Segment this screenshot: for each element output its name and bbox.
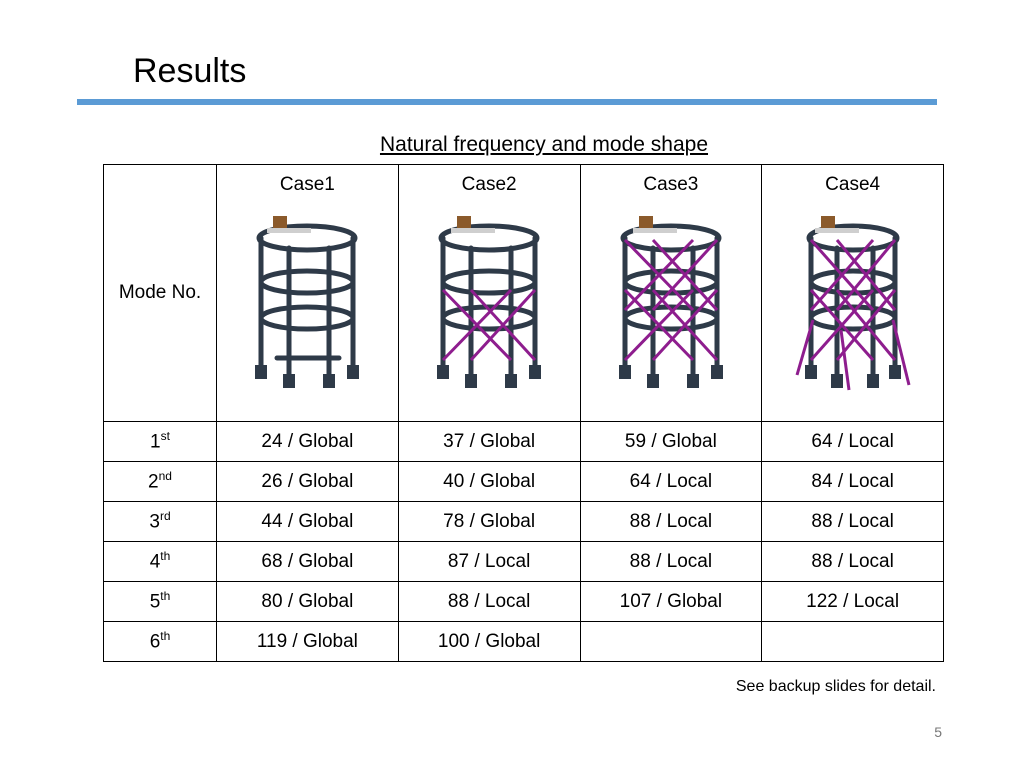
case3-label: Case3 [643, 174, 699, 195]
table-cell: 107 / Global [579, 581, 763, 622]
table-cell: 87 / Local [397, 541, 581, 582]
table-cell: 88 / Local [397, 581, 581, 622]
mode-number-cell: 5th [103, 581, 217, 622]
table-row: 6th 119 / Global 100 / Global [103, 621, 944, 662]
table-cell: 24 / Global [216, 421, 399, 462]
mode-no-header: Mode No. [103, 164, 217, 422]
table-cell: 59 / Global [579, 421, 763, 462]
title-underline-bar [77, 99, 937, 105]
header-row: Mode No. Case1 Ca [103, 164, 944, 422]
mode-number-cell: 2nd [103, 461, 217, 502]
table-cell: 26 / Global [216, 461, 399, 502]
table-cell: 88 / Local [579, 541, 763, 582]
page-number: 5 [934, 724, 942, 740]
table-row: 3rd 44 / Global 78 / Global 88 / Local 8… [103, 501, 944, 542]
table-cell: 80 / Global [216, 581, 399, 622]
mode-number-cell: 6th [103, 621, 217, 662]
table-cell: 64 / Local [761, 421, 944, 462]
table-cell: 37 / Global [397, 421, 581, 462]
table-cell: 88 / Local [761, 501, 944, 542]
tower-case4-image [795, 216, 911, 391]
table-row: 2nd 26 / Global 40 / Global 64 / Local 8… [103, 461, 944, 502]
mode-number-cell: 4th [103, 541, 217, 582]
tower-case3-image [618, 216, 723, 388]
table-cell: 40 / Global [397, 461, 581, 502]
table-cell [761, 621, 944, 662]
table-cell: 64 / Local [579, 461, 763, 502]
slide-title: Results [133, 52, 247, 90]
table-cell: 84 / Local [761, 461, 944, 502]
table-cell: 78 / Global [397, 501, 581, 542]
table-caption: Natural frequency and mode shape [379, 133, 709, 156]
table-cell: 122 / Local [761, 581, 944, 622]
backup-note: See backup slides for detail. [735, 678, 936, 695]
case1-label: Case1 [279, 174, 335, 195]
results-table: Mode No. Case1 Ca [103, 164, 944, 662]
table-cell: 68 / Global [216, 541, 399, 582]
case4-label: Case4 [825, 174, 881, 195]
table-cell: 44 / Global [216, 501, 399, 542]
table-row: 1st 24 / Global 37 / Global 59 / Global … [103, 421, 944, 462]
table-cell: 88 / Local [579, 501, 763, 542]
mode-number-cell: 3rd [103, 501, 217, 542]
tower-case1-image [255, 216, 360, 388]
table-row: 4th 68 / Global 87 / Local 88 / Local 88… [103, 541, 944, 582]
case1-header-cell: Case1 [216, 164, 399, 422]
table-cell: 100 / Global [397, 621, 581, 662]
table-cell [579, 621, 763, 662]
case2-header-cell: Case2 [397, 164, 581, 422]
table-row: 5th 80 / Global 88 / Local 107 / Global … [103, 581, 944, 622]
table-cell: 119 / Global [216, 621, 399, 662]
case4-header-cell: Case4 [761, 164, 944, 422]
case2-label: Case2 [461, 174, 517, 195]
case3-header-cell: Case3 [579, 164, 763, 422]
mode-number-cell: 1st [103, 421, 217, 462]
table-cell: 88 / Local [761, 541, 944, 582]
tower-case2-image [437, 216, 542, 388]
